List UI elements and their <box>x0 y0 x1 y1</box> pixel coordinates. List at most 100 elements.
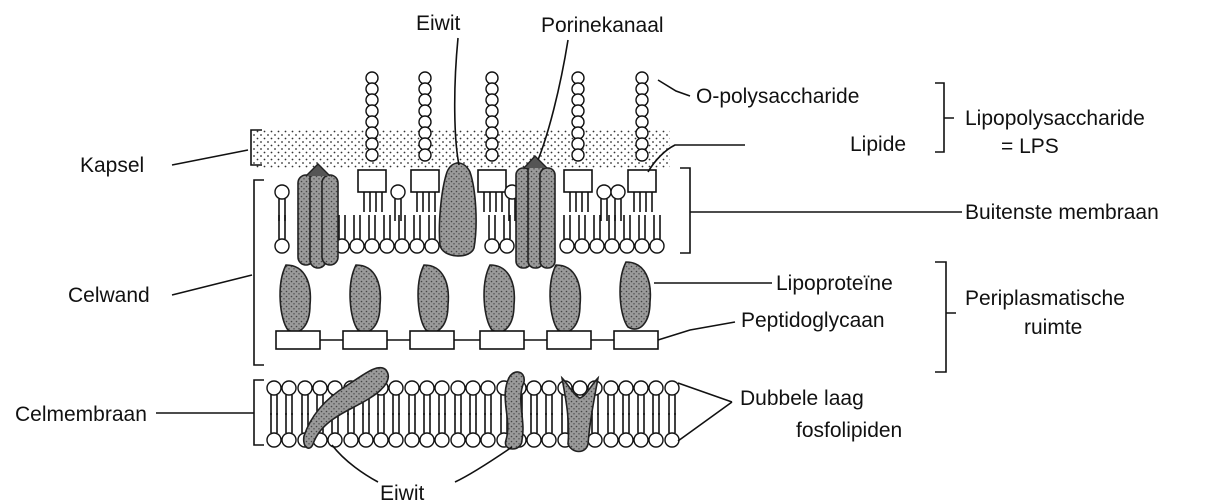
label-buitenste-membraan: Buitenste membraan <box>965 201 1159 224</box>
label-lipoproteine: Lipoproteïne <box>776 272 893 295</box>
phospholipid <box>365 215 379 253</box>
membrane-protein-straight <box>505 372 524 449</box>
phospholipid <box>635 215 649 253</box>
phospholipid <box>282 381 296 415</box>
phospholipid <box>542 413 556 447</box>
phospholipid <box>604 413 618 447</box>
label-o-polysaccharide: O-polysaccharide <box>696 85 859 108</box>
label-fosfolipiden: fosfolipiden <box>796 419 902 442</box>
phospholipid <box>665 381 679 415</box>
label-lps: = LPS <box>1001 135 1059 158</box>
phospholipid <box>389 413 403 447</box>
label-eiwit-top: Eiwit <box>416 12 461 35</box>
phospholipid <box>611 185 625 221</box>
label-lipopolysaccharide: Lipopolysaccharide <box>965 107 1145 130</box>
phospholipid <box>282 413 296 447</box>
phospholipid <box>275 215 289 253</box>
phospholipid <box>575 215 589 253</box>
phospholipid <box>634 413 648 447</box>
lps-brace <box>935 83 954 152</box>
phospholipid <box>527 381 541 415</box>
lipoproteins <box>280 262 650 332</box>
lipoprotein <box>280 265 310 332</box>
lipoprotein <box>484 265 514 332</box>
phospholipid <box>350 215 364 253</box>
o-polysaccharide-leader <box>658 80 690 96</box>
phospholipid <box>665 413 679 447</box>
phospholipid <box>275 185 289 221</box>
phospholipid <box>374 413 388 447</box>
phospholipid <box>298 381 312 415</box>
phospholipid <box>590 215 604 253</box>
phospholipid <box>650 215 664 253</box>
phospholipid <box>391 185 405 221</box>
capsule-layer <box>252 130 670 168</box>
phospholipid <box>451 413 465 447</box>
label-peptidoglycaan: Peptidoglycaan <box>741 309 885 332</box>
kapsel-leader <box>172 150 248 165</box>
peptidoglycaan-leader <box>658 322 735 340</box>
lipoprotein <box>620 262 650 329</box>
lipoprotein <box>350 265 380 332</box>
outer-membrane-brace <box>680 168 700 253</box>
outer-membrane-protein <box>439 163 476 256</box>
phospholipid <box>542 381 556 415</box>
phospholipid <box>410 215 424 253</box>
label-celmembraan: Celmembraan <box>15 403 147 426</box>
phospholipid <box>344 413 358 447</box>
phospholipid <box>359 413 373 447</box>
phospholipid <box>527 413 541 447</box>
phospholipid <box>619 413 633 447</box>
phospholipid <box>634 381 648 415</box>
label-lipide: Lipide <box>850 133 906 156</box>
label-kapsel: Kapsel <box>80 154 144 177</box>
phospholipid <box>500 215 514 253</box>
celmembraan-bracket <box>254 380 264 445</box>
phospholipid <box>380 215 394 253</box>
phospholipid <box>466 413 480 447</box>
phospholipid <box>405 413 419 447</box>
lipoprotein <box>550 265 580 332</box>
phospholipid <box>451 381 465 415</box>
phospholipid <box>405 381 419 415</box>
phospholipid <box>435 413 449 447</box>
label-ruimte: ruimte <box>1024 316 1082 339</box>
phospholipid <box>435 381 449 415</box>
peptidoglycan-unit <box>480 331 524 349</box>
phospholipid <box>481 381 495 415</box>
phospholipid <box>389 381 403 415</box>
phospholipid <box>485 215 499 253</box>
peptidoglycan-unit <box>410 331 454 349</box>
lipoprotein <box>418 265 448 332</box>
label-eiwit-bottom: Eiwit <box>380 482 425 503</box>
phospholipid <box>420 413 434 447</box>
porin-channel-left <box>298 164 338 268</box>
peptidoglycan-unit <box>614 331 658 349</box>
dubbele-laag-leader <box>678 383 732 441</box>
peptidoglycan-unit <box>343 331 387 349</box>
phospholipid <box>420 381 434 415</box>
phospholipid <box>267 381 281 415</box>
peptidoglycan-unit <box>547 331 591 349</box>
phospholipid <box>481 413 495 447</box>
phospholipid <box>560 215 574 253</box>
phospholipid <box>466 381 480 415</box>
label-celwand: Celwand <box>68 284 150 307</box>
peptidoglycan-unit <box>276 331 320 349</box>
celwand-leader <box>172 275 252 295</box>
phospholipid <box>649 413 663 447</box>
phospholipid <box>267 413 281 447</box>
phospholipid <box>649 381 663 415</box>
periplasm-brace <box>935 262 956 372</box>
phospholipid <box>620 215 634 253</box>
label-porinekanaal: Porinekanaal <box>541 14 664 37</box>
porin-channel-right <box>516 156 555 268</box>
celwand-bracket <box>254 180 264 365</box>
label-periplasmatische: Periplasmatische <box>965 287 1125 310</box>
phospholipid <box>619 381 633 415</box>
phospholipid <box>425 215 439 253</box>
phospholipid <box>604 381 618 415</box>
label-dubbele-laag: Dubbele laag <box>740 387 864 410</box>
peptidoglycan-layer <box>276 331 658 349</box>
